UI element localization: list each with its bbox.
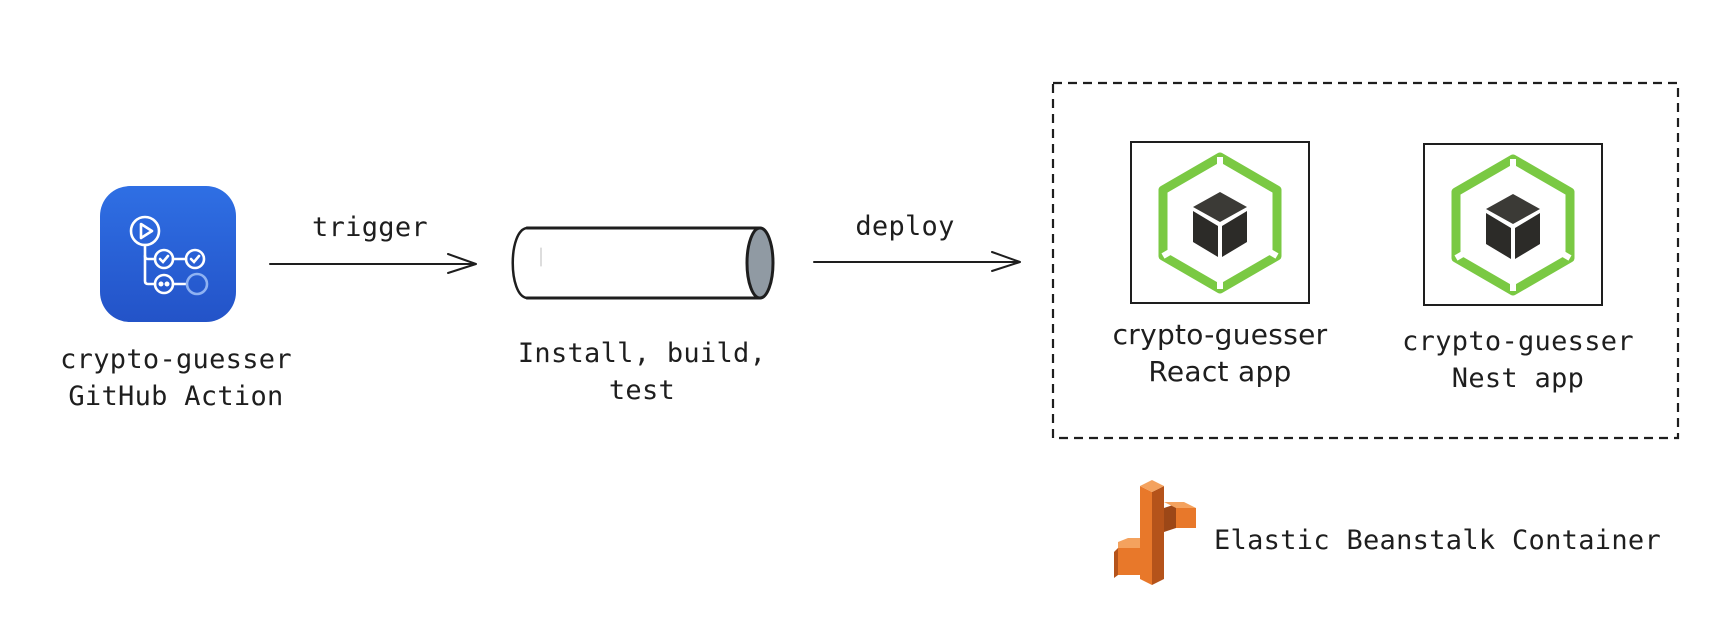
- nest-app-label: crypto-guesser Nest app: [1398, 323, 1638, 397]
- react-app-label: crypto-guesser React app: [1095, 316, 1345, 390]
- workflow-glyph: [129, 215, 209, 296]
- github-action-label: crypto-guesser GitHub Action: [50, 341, 302, 415]
- github-actions-icon: [100, 186, 236, 322]
- pipeline-cylinder: [511, 226, 775, 300]
- elastic-beanstalk-icon: [1114, 480, 1196, 585]
- react-app-box: [1130, 141, 1310, 304]
- beanstalk-label: Elastic Beanstalk Container: [1214, 525, 1661, 556]
- github-action-label-line2: GitHub Action: [68, 381, 284, 412]
- nest-app-label-line1: crypto-guesser: [1402, 326, 1634, 357]
- pipeline-label-line2: test: [608, 375, 676, 406]
- node-cube-icon: [1158, 152, 1282, 294]
- nest-app-label-line2: Nest app: [1451, 363, 1585, 394]
- deploy-label: deploy: [855, 211, 955, 242]
- trigger-label: trigger: [312, 212, 428, 243]
- trigger-arrow: [269, 253, 477, 274]
- deploy-arrow: [813, 251, 1021, 272]
- react-app-label-line1: crypto-guesser: [1112, 318, 1328, 351]
- nest-app-box: [1423, 143, 1603, 306]
- react-app-label-line2: React app: [1148, 355, 1292, 388]
- beanstalk-container-border: [1051, 81, 1680, 440]
- github-action-label-line1: crypto-guesser: [60, 344, 292, 375]
- pipeline-label: Install, build, test: [507, 335, 777, 409]
- node-cube-icon: [1451, 154, 1575, 296]
- pipeline-label-line1: Install, build,: [517, 338, 767, 369]
